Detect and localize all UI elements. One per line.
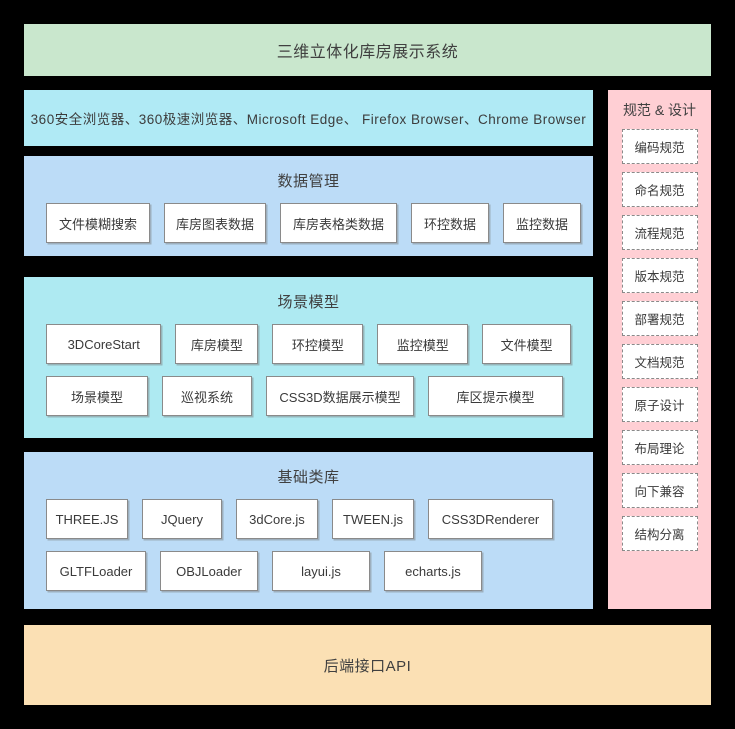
sidebar-item-layout-theory[interactable]: 布局理论 [621, 430, 698, 465]
scene-chip-monitoring-model[interactable]: 监控模型 [377, 324, 469, 364]
standards-design-sidebar: 规范 & 设计 编码规范 命名规范 流程规范 版本规范 部署规范 文档规范 原子… [608, 90, 711, 609]
lib-chip-objloader[interactable]: OBJLoader [160, 551, 258, 591]
sidebar-title: 规范 & 设计 [622, 102, 697, 118]
lib-chip-tweenjs[interactable]: TWEEN.js [332, 499, 414, 539]
backend-api-label: 后端接口API [323, 657, 412, 675]
scene-chip-file-model[interactable]: 文件模型 [482, 324, 572, 364]
data-management-layer: 数据管理 文件模糊搜索 库房图表数据 库房表格类数据 环控数据 监控数据 [24, 156, 593, 256]
base-library-layer: 基础类库 THREE.JS JQuery 3dCore.js TWEEN.js … [24, 452, 593, 609]
sidebar-item-document-standard[interactable]: 文档规范 [621, 344, 698, 379]
scene-chip-warehouse-model[interactable]: 库房模型 [175, 324, 259, 364]
scene-chip-patrol-system[interactable]: 巡视系统 [162, 376, 252, 416]
lib-chip-jquery[interactable]: JQuery [142, 499, 222, 539]
scene-model-title: 场景模型 [277, 294, 340, 311]
scene-model-row-1: 3DCoreStart 库房模型 环控模型 监控模型 文件模型 [24, 324, 593, 364]
sidebar-item-version-standard[interactable]: 版本规范 [621, 258, 698, 293]
lib-chip-echartsjs[interactable]: echarts.js [384, 551, 482, 591]
sidebar-item-backward-compatibility[interactable]: 向下兼容 [621, 473, 698, 508]
scene-chip-3dcorestart[interactable]: 3DCoreStart [46, 324, 162, 364]
browser-support-label: 360安全浏览器、360极速浏览器、Microsoft Edge、 Firefo… [30, 112, 587, 127]
sidebar-item-process-standard[interactable]: 流程规范 [621, 215, 698, 250]
sidebar-item-naming-standard[interactable]: 命名规范 [621, 172, 698, 207]
sidebar-item-structure-separation[interactable]: 结构分离 [621, 516, 698, 551]
browser-support-band: 360安全浏览器、360极速浏览器、Microsoft Edge、 Firefo… [24, 90, 593, 146]
data-chip-warehouse-chart-data[interactable]: 库房图表数据 [164, 203, 267, 243]
scene-chip-env-control-model[interactable]: 环控模型 [272, 324, 364, 364]
data-chip-monitoring-data[interactable]: 监控数据 [503, 203, 582, 243]
lib-chip-3dcorejs[interactable]: 3dCore.js [236, 499, 318, 539]
backend-api-band: 后端接口API [24, 625, 711, 705]
base-library-row-2: GLTFLoader OBJLoader layui.js echarts.js [24, 551, 593, 591]
lib-chip-gltfloader[interactable]: GLTFLoader [46, 551, 146, 591]
sidebar-item-atomic-design[interactable]: 原子设计 [621, 387, 698, 422]
data-management-title: 数据管理 [277, 173, 340, 190]
sidebar-item-coding-standard[interactable]: 编码规范 [621, 129, 698, 164]
base-library-title: 基础类库 [277, 469, 340, 486]
scene-chip-scene-model[interactable]: 场景模型 [46, 376, 148, 416]
scene-chip-zone-hint-model[interactable]: 库区提示模型 [428, 376, 563, 416]
lib-chip-threejs[interactable]: THREE.JS [46, 499, 128, 539]
scene-model-layer: 场景模型 3DCoreStart 库房模型 环控模型 监控模型 文件模型 场景模… [24, 277, 593, 438]
data-management-items: 文件模糊搜索 库房图表数据 库房表格类数据 环控数据 监控数据 [24, 203, 593, 243]
system-title: 三维立体化库房展示系统 [276, 44, 459, 61]
sidebar-item-deployment-standard[interactable]: 部署规范 [621, 301, 698, 336]
base-library-row-1: THREE.JS JQuery 3dCore.js TWEEN.js CSS3D… [24, 499, 593, 539]
data-chip-warehouse-table-data[interactable]: 库房表格类数据 [280, 203, 398, 243]
system-title-band: 三维立体化库房展示系统 [24, 24, 711, 76]
data-chip-env-control-data[interactable]: 环控数据 [411, 203, 490, 243]
lib-chip-layuijs[interactable]: layui.js [272, 551, 370, 591]
lib-chip-css3drenderer[interactable]: CSS3DRenderer [428, 499, 553, 539]
data-chip-file-fuzzy-search[interactable]: 文件模糊搜索 [46, 203, 151, 243]
scene-model-row-2: 场景模型 巡视系统 CSS3D数据展示模型 库区提示模型 [24, 376, 593, 416]
scene-chip-css3d-data-display-model[interactable]: CSS3D数据展示模型 [266, 376, 414, 416]
